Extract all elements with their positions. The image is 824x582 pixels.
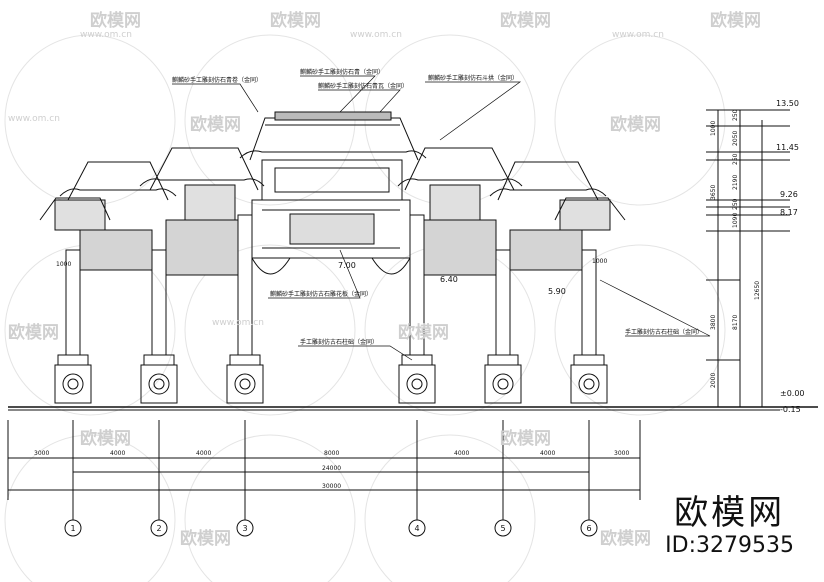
mark-right1: 6.40: [440, 275, 458, 284]
hdim-7: 3000: [614, 450, 629, 457]
hdim-3: 4000: [196, 450, 211, 457]
elevation-top: 13.50: [776, 99, 799, 108]
watermark-brand: 欧模网: [500, 429, 551, 449]
annotation-side-roof-right: 麒麟砂手工雕刻仿石斗拱（金同）: [428, 74, 518, 82]
watermark-brand: 欧模网: [610, 115, 661, 135]
mark-right2: 5.90: [548, 287, 566, 296]
mark-left-overhang: 1000: [56, 261, 71, 268]
hdim-4: 8000: [324, 450, 339, 457]
second-roofs: [139, 147, 523, 191]
vdim-12: 2000: [710, 373, 717, 388]
annotation-column-left: 手工雕刻仿古石柱础（金同）: [300, 338, 378, 346]
hdim-1: 3000: [34, 450, 49, 457]
elevation-3: 9.26: [780, 190, 798, 199]
hdim-total: 30000: [322, 483, 341, 490]
outer-roofs: [39, 197, 626, 221]
vdim-9: 12650: [754, 281, 761, 300]
third-roofs: [59, 161, 607, 201]
hdim-6: 4000: [540, 450, 555, 457]
vdim-8: 3650: [710, 185, 717, 200]
vertical-dimension-lines: [706, 109, 790, 408]
horizontal-dimension-lines: [7, 420, 641, 520]
vdim-7: 1090: [732, 213, 739, 228]
watermark-brand: 欧模网: [180, 529, 231, 549]
vdim-1: 250: [732, 109, 739, 121]
mark-right-overhang: 1000: [592, 258, 607, 265]
hdim-5: 4000: [454, 450, 469, 457]
vdim-3: 1000: [710, 121, 717, 136]
watermark-url: www.om.cn: [212, 318, 264, 328]
axis-4: 4: [414, 524, 419, 533]
elevation-2: 11.45: [776, 143, 799, 152]
watermark-brand: 欧模网: [398, 323, 449, 343]
watermark-brand: 欧模网: [500, 11, 551, 31]
watermark-url: www.om.cn: [8, 114, 60, 124]
watermark-circles: [4, 34, 726, 582]
elevation-base: -0.15: [780, 405, 801, 414]
watermark-brand: 欧模网: [80, 429, 131, 449]
mark-center: 7.00: [338, 261, 356, 270]
annotation-main-roof: 麒麟砂手工雕刻仿石青（金同）: [300, 68, 384, 76]
hdim-2: 4000: [110, 450, 125, 457]
vdim-10: 3800: [710, 315, 717, 330]
leader-lines: [172, 75, 711, 361]
annotation-column-right: 手工雕刻仿古石柱础（金同）: [625, 328, 703, 336]
annotation-beam: 麒麟砂手工雕刻仿古石雕花板（金同）: [270, 290, 372, 298]
side-panels: [54, 184, 611, 276]
watermark-brand: 欧模网: [710, 11, 761, 31]
annotation-main-ridge: 麒麟砂手工雕刻仿石青瓦（金同）: [318, 82, 408, 90]
watermark-url: www.om.cn: [80, 30, 132, 40]
axis-6: 6: [586, 524, 591, 533]
hdim-inner-total: 24000: [322, 465, 341, 472]
watermark-brand: 欧模网: [600, 529, 651, 549]
main-roof: [239, 111, 427, 201]
column-bases: [54, 354, 608, 404]
vdim-11: 8170: [732, 315, 739, 330]
vdim-5: 2190: [732, 175, 739, 190]
axis-3: 3: [242, 524, 247, 533]
brand-block: 欧模网 ID:3279535: [665, 494, 794, 560]
elevation-ground: ±0.00: [780, 389, 805, 398]
watermark-brand: 欧模网: [8, 323, 59, 343]
watermark-url: www.om.cn: [350, 30, 402, 40]
vdim-2: 2050: [732, 131, 739, 146]
watermark-brand: 欧模网: [90, 11, 141, 31]
axis-2: 2: [156, 524, 161, 533]
axis-bubbles: [64, 519, 598, 537]
axis-5: 5: [500, 524, 505, 533]
watermark-brand: 欧模网: [190, 115, 241, 135]
elevation-4: 8.17: [780, 208, 798, 217]
asset-id: ID:3279535: [665, 533, 794, 558]
vdim-6: 250: [732, 198, 739, 210]
watermark-url: www.om.cn: [612, 30, 664, 40]
watermark-brand: 欧模网: [270, 11, 321, 31]
brand-logo: 欧模网: [674, 493, 786, 533]
axis-1: 1: [70, 524, 75, 533]
central-arch: [251, 199, 411, 275]
annotation-side-roof-left: 麒麟砂手工雕刻仿石青卷（金同）: [172, 76, 262, 84]
vdim-4: 250: [732, 153, 739, 165]
